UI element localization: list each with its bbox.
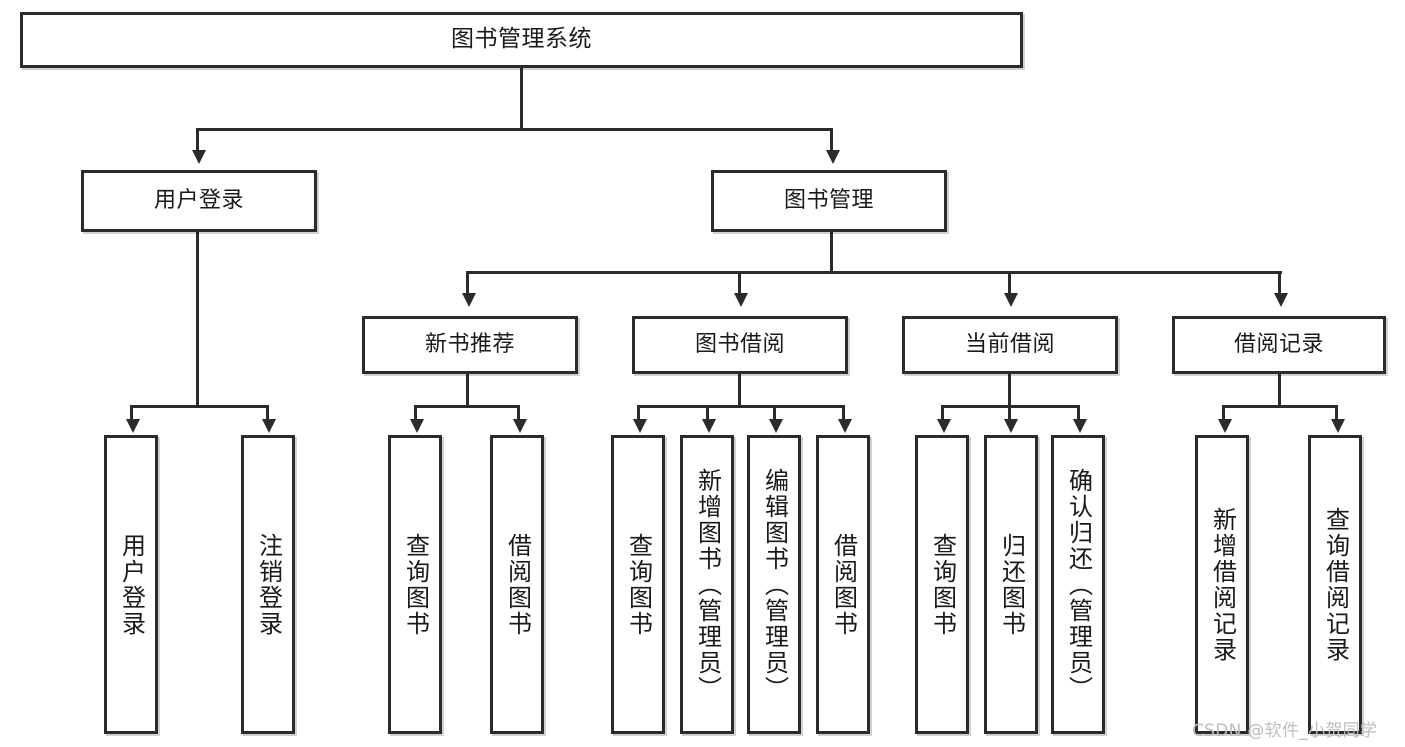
connector-bb-leaf3 [773, 405, 776, 419]
connector-bb-leaf1 [637, 405, 640, 419]
connector-cb-leaf2 [1008, 405, 1011, 419]
arrowhead-cb-leaf2 [1004, 419, 1018, 433]
node-current-borrow-label: 当前借阅 [964, 332, 1055, 358]
leaf-bb-add-book-admin-label: 新增图书（管理员） [693, 467, 722, 702]
node-user-login[interactable]: 用户登录 [81, 170, 317, 232]
arrowhead-bb-leaf3 [769, 419, 783, 433]
leaf-nbr-borrow-book[interactable]: 借阅图书 [490, 435, 544, 734]
arrowhead-bb-leaf1 [633, 419, 647, 433]
node-new-book-recommend-label: 新书推荐 [424, 332, 515, 358]
node-book-borrow[interactable]: 图书借阅 [632, 316, 848, 374]
leaf-cb-query-book[interactable]: 查询图书 [915, 435, 969, 734]
connector-nbr-leaf2 [517, 405, 520, 419]
node-new-book-recommend[interactable]: 新书推荐 [362, 316, 578, 374]
connector-new-book-rec-bus [414, 405, 520, 408]
connector-to-current-borrow [1008, 271, 1011, 293]
arrowhead-nbr-leaf1 [410, 419, 424, 433]
connector-to-book-borrow [738, 271, 741, 293]
leaf-br-query-record-label: 查询借阅记录 [1321, 506, 1350, 663]
arrowhead-br-leaf2 [1331, 419, 1345, 433]
leaf-cb-confirm-return-admin[interactable]: 确认归还（管理员） [1051, 435, 1105, 734]
connector-user-login-stem [196, 232, 199, 408]
leaf-bb-borrow-book-label: 借阅图书 [829, 532, 858, 637]
leaf-bb-query-book-label: 查询图书 [624, 532, 653, 637]
leaf-bb-borrow-book[interactable]: 借阅图书 [816, 435, 870, 734]
leaf-br-add-record-label: 新增借阅记录 [1208, 506, 1237, 663]
arrowhead-current-borrow [1004, 293, 1018, 307]
connector-current-borrow-stem [1008, 374, 1011, 406]
connector-root-to-user-login [196, 128, 199, 150]
connector-cb-leaf1 [941, 405, 944, 419]
node-borrow-record[interactable]: 借阅记录 [1172, 316, 1386, 374]
leaf-logout[interactable]: 注销登录 [241, 435, 295, 734]
leaf-bb-edit-book-admin-label: 编辑图书（管理员） [760, 467, 789, 702]
arrowhead-book-mgmt [826, 150, 840, 164]
connector-bb-leaf4 [842, 405, 845, 419]
connector-new-book-rec-stem [466, 374, 469, 406]
connector-book-mgmt-bus [466, 271, 1282, 274]
connector-to-new-book-rec [466, 271, 469, 293]
connector-root-bus [196, 128, 833, 131]
leaf-br-add-record[interactable]: 新增借阅记录 [1195, 435, 1249, 734]
node-book-management[interactable]: 图书管理 [711, 170, 947, 232]
leaf-cb-query-book-label: 查询图书 [928, 532, 957, 637]
node-borrow-record-label: 借阅记录 [1233, 332, 1324, 358]
node-user-login-label: 用户登录 [153, 188, 244, 214]
arrowhead-cb-leaf1 [937, 419, 951, 433]
arrowhead-book-borrow [734, 293, 748, 307]
arrowhead-nbr-leaf2 [513, 419, 527, 433]
node-root-system[interactable]: 图书管理系统 [20, 12, 1023, 68]
leaf-bb-query-book[interactable]: 查询图书 [611, 435, 665, 734]
connector-br-leaf1 [1222, 405, 1225, 419]
connector-root-to-book-mgmt [830, 128, 833, 150]
leaf-br-query-record[interactable]: 查询借阅记录 [1308, 435, 1362, 734]
arrowhead-br-leaf1 [1218, 419, 1232, 433]
connector-book-borrow-stem [738, 374, 741, 406]
connector-book-mgmt-stem [830, 232, 833, 274]
connector-user-login-bus [130, 405, 268, 408]
leaf-user-login[interactable]: 用户登录 [104, 435, 158, 734]
connector-bb-leaf2 [706, 405, 709, 419]
leaf-cb-return-book-label: 归还图书 [997, 532, 1026, 637]
arrowhead-new-book-rec [462, 293, 476, 307]
connector-to-borrow-record [1278, 271, 1281, 293]
arrowhead-leaf-logout [262, 419, 276, 433]
arrowhead-borrow-record [1274, 293, 1288, 307]
arrowhead-user-login [192, 150, 206, 164]
connector-user-login-leaf2 [266, 405, 269, 419]
connector-borrow-record-bus [1222, 405, 1338, 408]
leaf-logout-label: 注销登录 [254, 532, 283, 637]
leaf-nbr-borrow-book-label: 借阅图书 [503, 532, 532, 637]
connector-cb-leaf3 [1077, 405, 1080, 419]
node-root-system-label: 图书管理系统 [451, 26, 592, 53]
leaf-bb-edit-book-admin[interactable]: 编辑图书（管理员） [747, 435, 801, 734]
connector-nbr-leaf1 [414, 405, 417, 419]
leaf-cb-return-book[interactable]: 归还图书 [984, 435, 1038, 734]
connector-br-leaf2 [1335, 405, 1338, 419]
node-current-borrow[interactable]: 当前借阅 [902, 316, 1118, 374]
connector-book-borrow-bus [637, 405, 845, 408]
node-book-borrow-label: 图书借阅 [694, 332, 785, 358]
leaf-nbr-query-book-label: 查询图书 [401, 532, 430, 637]
arrowhead-bb-leaf4 [838, 419, 852, 433]
leaf-cb-confirm-return-admin-label: 确认归还（管理员） [1064, 467, 1093, 702]
arrowhead-cb-leaf3 [1073, 419, 1087, 433]
arrowhead-leaf-user-login [126, 419, 140, 433]
node-book-management-label: 图书管理 [783, 188, 874, 214]
connector-root-stem [520, 68, 523, 131]
connector-borrow-record-stem [1278, 374, 1281, 406]
arrowhead-bb-leaf2 [702, 419, 716, 433]
leaf-user-login-label: 用户登录 [117, 532, 146, 637]
connector-user-login-leaf1 [130, 405, 133, 419]
leaf-nbr-query-book[interactable]: 查询图书 [388, 435, 442, 734]
leaf-bb-add-book-admin[interactable]: 新增图书（管理员） [680, 435, 734, 734]
